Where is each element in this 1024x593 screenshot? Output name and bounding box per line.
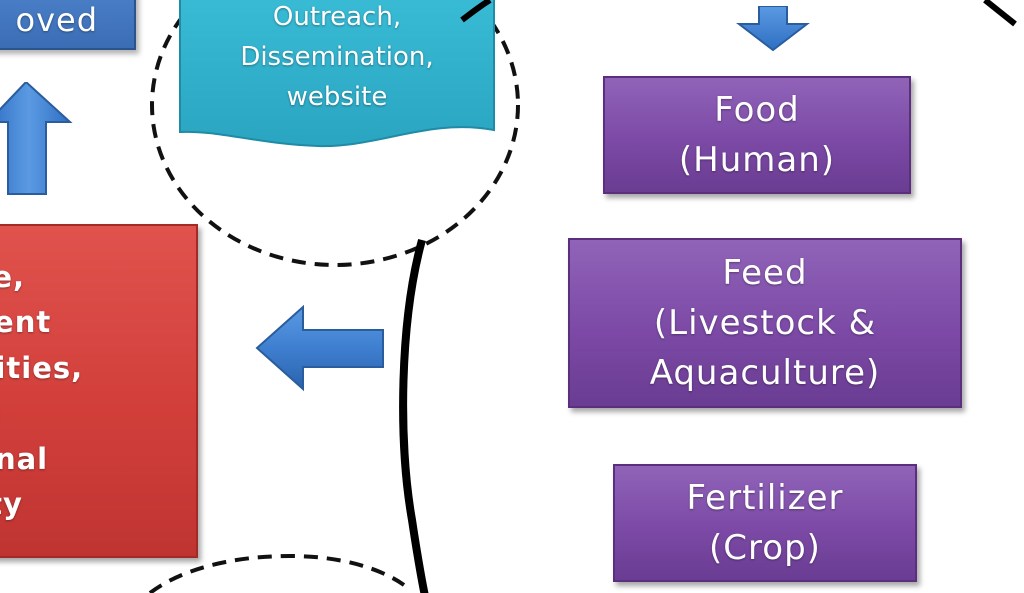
down-arrow [736,6,810,52]
feed-livestock-box: Feed (Livestock & Aquaculture) [568,238,962,408]
improved-box-label: oved [15,1,98,39]
fertilizer-crop-box: Fertilizer (Crop) [613,464,917,582]
outreach-document-label: Outreach, Dissemination, website [240,2,434,112]
benefits-box: come, oyment rtunities, od & ritional cu… [0,224,198,558]
outreach-document: Outreach, Dissemination, website [182,0,492,122]
improved-box: oved [0,0,136,50]
fertilizer-crop-label: Fertilizer (Crop) [686,478,844,568]
food-human-label: Food (Human) [678,90,836,180]
left-arrow [255,305,384,392]
feed-livestock-label: Feed (Livestock & Aquaculture) [649,253,881,393]
benefits-box-label: come, oyment rtunities, od & ritional cu… [0,259,84,522]
up-arrow [0,82,73,195]
outreach-document-shape [179,0,495,148]
food-human-box: Food (Human) [603,76,911,194]
